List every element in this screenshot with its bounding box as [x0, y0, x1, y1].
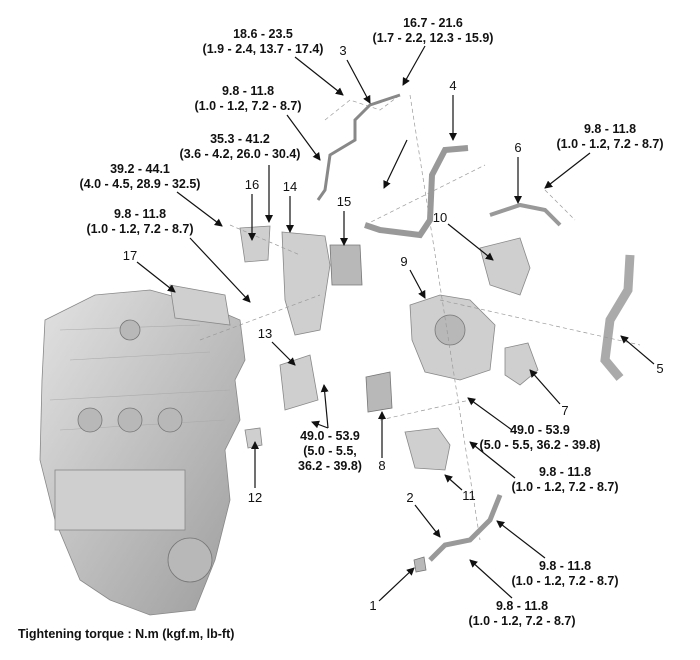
torque-label: 9.8 - 11.8 (1.0 - 1.2, 7.2 - 8.7) [496, 520, 619, 588]
callout-1: 1 [369, 598, 376, 613]
callout-10: 10 [433, 210, 447, 225]
callout-7: 7 [561, 403, 568, 418]
part-13-support-bracket [279, 354, 319, 411]
part-10-heat-shield [479, 237, 531, 296]
engine-block [39, 289, 246, 616]
callout-11: 11 [462, 488, 476, 503]
parts [169, 93, 641, 573]
part-15-gasket [329, 244, 363, 286]
leader-arrow [346, 59, 371, 104]
leader-arrow [189, 237, 251, 303]
part-3-pipe [316, 93, 401, 201]
callout-12: 12 [248, 490, 262, 505]
part-14-exhaust-manifold [281, 231, 331, 336]
torque-text: (5.0 - 5.5, [303, 444, 357, 458]
torque-label: 16.7 - 21.6 (1.7 - 2.2, 12.3 - 15.9) [373, 16, 494, 189]
leader-arrow [414, 504, 441, 538]
leader-arrow [409, 269, 426, 299]
torque-text: 49.0 - 53.9 [300, 429, 360, 443]
part-17-heat-protector [169, 284, 231, 326]
callout-6: 6 [514, 140, 521, 155]
callout-3: 3 [339, 43, 346, 58]
part-6-water-pipe [489, 202, 562, 227]
torque-label: 49.0 - 53.9 (5.0 - 5.5, 36.2 - 39.8) [467, 397, 601, 452]
part-5-hose [600, 254, 635, 381]
leader-arrow [447, 223, 494, 261]
torque-text: 39.2 - 44.1 [110, 162, 170, 176]
leader-arrow [469, 559, 513, 599]
leader-arrow [378, 567, 415, 602]
callout-numbers: 1 2 3 4 5 6 7 8 9 10 11 12 13 14 15 16 1… [123, 43, 664, 613]
torque-text: (1.0 - 1.2, 7.2 - 8.7) [469, 614, 576, 628]
torque-label: 9.8 - 11.8 (1.0 - 1.2, 7.2 - 8.7) [195, 84, 321, 161]
leader-arrow [383, 139, 408, 189]
callout-15: 15 [337, 194, 351, 209]
torque-text: (5.0 - 5.5, 36.2 - 39.8) [480, 438, 601, 452]
torque-text: (1.0 - 1.2, 7.2 - 8.7) [195, 99, 302, 113]
leader-arrow [176, 191, 223, 227]
torque-text: 9.8 - 11.8 [539, 559, 591, 573]
leader-arrow [136, 261, 176, 293]
torque-text: 35.3 - 41.2 [210, 132, 270, 146]
torque-label: 18.6 - 23.5 (1.9 - 2.4, 13.7 - 17.4) [203, 27, 344, 96]
leader-arrow [620, 335, 655, 365]
part-7-actuator [504, 342, 539, 386]
callout-5: 5 [656, 361, 663, 376]
leader-arrow [294, 56, 344, 96]
leader-arrow [469, 441, 516, 479]
torque-text: 9.8 - 11.8 [496, 599, 548, 613]
torque-text: 36.2 - 39.8) [298, 459, 362, 473]
torque-text: 9.8 - 11.8 [222, 84, 274, 98]
part-1-gasket [413, 556, 427, 573]
part-8-gasket [365, 371, 393, 413]
torque-text: (1.0 - 1.2, 7.2 - 8.7) [512, 574, 619, 588]
leader-arrow [320, 384, 329, 429]
leader-arrow [496, 520, 546, 559]
callout-2: 2 [406, 490, 413, 505]
leader-arrow [311, 420, 329, 429]
torque-text: 9.8 - 11.8 [584, 122, 636, 136]
torque-text: (3.6 - 4.2, 26.0 - 30.4) [180, 147, 301, 161]
torque-label: 35.3 - 41.2 (3.6 - 4.2, 26.0 - 30.4) [180, 132, 301, 223]
leader-arrow [444, 474, 463, 491]
torque-label: 9.8 - 11.8 (1.0 - 1.2, 7.2 - 8.7) [544, 122, 664, 189]
leader-arrow [402, 45, 426, 86]
callout-14: 14 [283, 179, 297, 194]
torque-text: 9.8 - 11.8 [539, 465, 591, 479]
leader-arrow [529, 369, 561, 405]
callout-4: 4 [449, 78, 456, 93]
torque-label: 9.8 - 11.8 (1.0 - 1.2, 7.2 - 8.7) [87, 207, 251, 303]
part-3-oil-feed-pipe [324, 94, 401, 121]
part-12-stud [244, 427, 263, 449]
leader-arrow [271, 341, 296, 366]
torque-text: 18.6 - 23.5 [233, 27, 293, 41]
torque-text: (1.0 - 1.2, 7.2 - 8.7) [557, 137, 664, 151]
part-16-bracket [239, 225, 271, 263]
torque-text: 16.7 - 21.6 [403, 16, 463, 30]
leader-arrow [286, 114, 321, 161]
torque-label: 9.8 - 11.8 (1.0 - 1.2, 7.2 - 8.7) [469, 441, 619, 494]
callout-17: 17 [123, 248, 137, 263]
callout-9: 9 [400, 254, 407, 269]
torque-text: (1.0 - 1.2, 7.2 - 8.7) [512, 480, 619, 494]
torque-units-note: Tightening torque : N.m (kgf.m, lb-ft) [18, 627, 234, 641]
torque-text: (1.9 - 2.4, 13.7 - 17.4) [203, 42, 324, 56]
torque-text: 49.0 - 53.9 [510, 423, 570, 437]
torque-text: 9.8 - 11.8 [114, 207, 166, 221]
callout-13: 13 [258, 326, 272, 341]
torque-text: (1.7 - 2.2, 12.3 - 15.9) [373, 31, 494, 45]
torque-label: 9.8 - 11.8 (1.0 - 1.2, 7.2 - 8.7) [469, 559, 576, 628]
torque-text: (1.0 - 1.2, 7.2 - 8.7) [87, 222, 194, 236]
torque-text: (4.0 - 4.5, 28.9 - 32.5) [80, 177, 201, 191]
part-11-heat-protector [404, 427, 451, 471]
torque-label: 49.0 - 53.9 (5.0 - 5.5, 36.2 - 39.8) [298, 384, 362, 473]
leader-arrow [544, 152, 591, 189]
part-2-oil-return-pipe [428, 494, 503, 562]
callout-16: 16 [245, 177, 259, 192]
leader-arrow [467, 397, 513, 431]
torque-label: 39.2 - 44.1 (4.0 - 4.5, 28.9 - 32.5) [80, 162, 223, 227]
part-4-water-pipe [364, 145, 469, 239]
callout-8: 8 [378, 458, 385, 473]
